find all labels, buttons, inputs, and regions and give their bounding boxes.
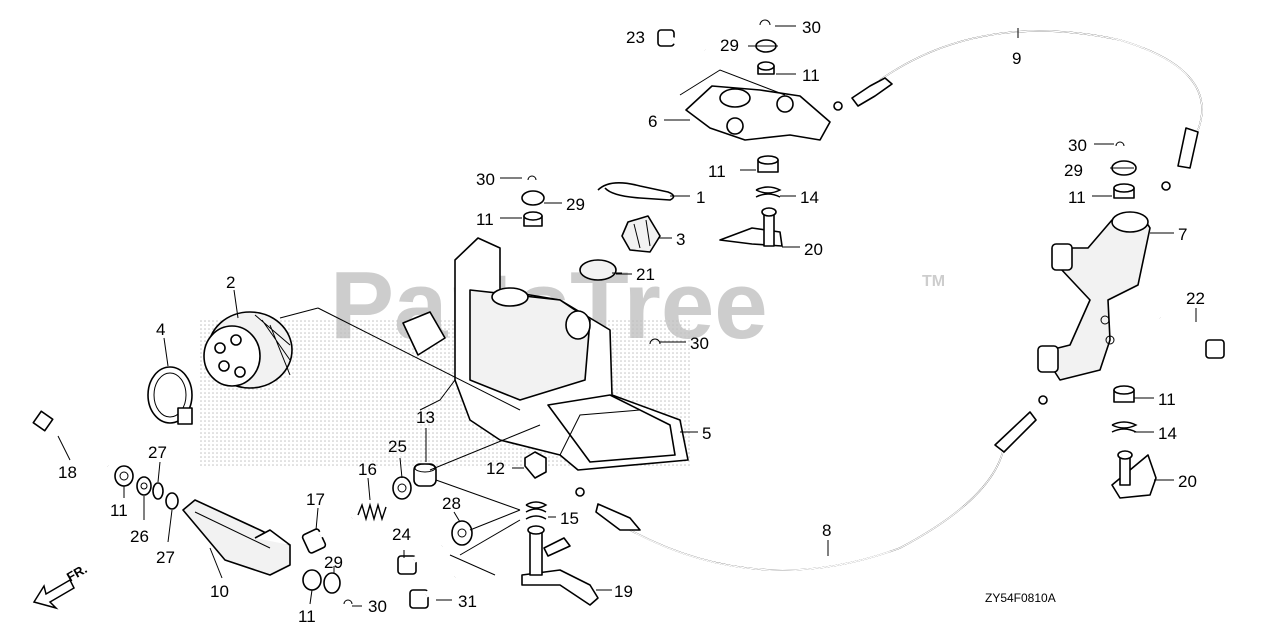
part-30-clip-lower (343, 599, 353, 605)
callout-12: 12 (486, 459, 505, 478)
callout-19: 19 (614, 582, 633, 601)
part-27-washer-lower (165, 492, 179, 510)
front-arrow-icon (32, 578, 75, 610)
callout-26: 26 (130, 527, 149, 546)
callout-17: 17 (306, 490, 325, 509)
callout-29-right: 29 (1064, 161, 1083, 180)
part-16-spring (357, 502, 387, 522)
part-11-nut-lower (302, 569, 322, 591)
callout-24: 24 (392, 525, 411, 544)
callout-28: 28 (442, 494, 461, 513)
callout-27-upper: 27 (148, 443, 167, 462)
callout-31: 31 (458, 592, 477, 611)
callout-9: 9 (1012, 49, 1021, 68)
part-11-nut-center (757, 155, 779, 173)
part-26-washer (136, 476, 152, 496)
callout-10: 10 (210, 582, 229, 601)
callout-30-mid: 30 (476, 170, 495, 189)
part-4-hose-clamp (147, 366, 193, 425)
callout-18: 18 (58, 463, 77, 482)
callout-30-right: 30 (1068, 136, 1087, 155)
part-11-nut-top (757, 61, 775, 75)
callout-22: 22 (1186, 289, 1205, 308)
callout-30-bracket: 30 (690, 334, 709, 353)
diagram-code: ZY54F0810A (985, 591, 1056, 605)
part-14-spring-right (1111, 421, 1138, 433)
part-1-cable-clip (597, 182, 675, 201)
part-29-washer-mid (521, 190, 545, 206)
part-19-throttle-lever (521, 525, 599, 606)
callout-11-lower: 11 (298, 607, 316, 626)
part-31-bolt (409, 574, 457, 609)
part-30-clip-top (759, 19, 771, 26)
part-11-nut-right-top (1113, 183, 1135, 199)
part-7-control-arm (1037, 211, 1151, 381)
part-10-handle-grip (182, 499, 291, 576)
part-28-washer (451, 520, 473, 546)
part-13-collar (413, 463, 437, 487)
watermark-tm: TM (922, 273, 945, 290)
part-8-choke-cable (575, 395, 1048, 571)
part-21-plug (579, 259, 617, 281)
callout-25: 25 (388, 437, 407, 456)
callout-11-top: 11 (802, 66, 820, 85)
callout-4: 4 (156, 320, 165, 339)
part-14-spring-center (755, 186, 782, 198)
callout-27-lower: 27 (156, 548, 175, 567)
part-11-nut-left (114, 465, 134, 487)
part-12-nut (524, 451, 547, 479)
part-30-clip-right (1115, 141, 1125, 147)
part-6-cable-holder (679, 69, 831, 141)
part-30-clip-bracket (649, 338, 661, 345)
callout-5: 5 (702, 424, 711, 443)
part-11-nut-mid (523, 211, 543, 227)
callout-16: 16 (358, 460, 377, 479)
callout-labels: 23 30 29 11 6 9 30 29 11 1 3 21 11 14 20… (58, 18, 1205, 626)
part-15-spring (525, 501, 548, 520)
part-22-bolt (1158, 315, 1225, 359)
callout-23: 23 (626, 28, 645, 47)
part-27-washer-upper (152, 482, 164, 500)
callout-11-left: 11 (110, 501, 128, 520)
leader-lines (57, 25, 1197, 607)
callout-20-center: 20 (804, 240, 823, 259)
part-23-bolt-top (657, 29, 706, 53)
callout-29-mid: 29 (566, 195, 585, 214)
callout-11-mid: 11 (476, 210, 494, 229)
callout-3: 3 (676, 230, 685, 249)
part-3-grommet (621, 215, 661, 253)
callout-29-top: 29 (720, 36, 739, 55)
part-20-lever-center (719, 207, 783, 247)
part-17-bolt (301, 515, 354, 554)
callout-14-right: 14 (1158, 424, 1177, 443)
part-9-throttle-cable (833, 30, 1203, 191)
callout-11-right-mid: 11 (1158, 390, 1176, 409)
part-30-clip-mid (527, 175, 537, 181)
callout-30-lower: 30 (368, 597, 387, 616)
callout-29-lower: 29 (324, 553, 343, 572)
callout-7: 7 (1178, 225, 1187, 244)
part-5-lever-bracket (402, 237, 689, 471)
part-20-lever-right (1111, 450, 1157, 499)
part-18-long-bolt (32, 410, 109, 468)
callout-14-center: 14 (800, 188, 819, 207)
part-25-washer (392, 476, 412, 500)
callout-11-right-top: 11 (1068, 188, 1086, 207)
callout-15: 15 (560, 509, 579, 528)
callout-13: 13 (416, 408, 435, 427)
callout-2: 2 (226, 273, 235, 292)
callout-20-right: 20 (1178, 472, 1197, 491)
part-29-washer-lower (323, 572, 341, 594)
callout-8: 8 (822, 521, 831, 540)
callout-11-center: 11 (708, 162, 726, 181)
part-11-nut-right-mid (1113, 385, 1135, 403)
front-direction-indicator: FR. (32, 561, 90, 610)
callout-30-top: 30 (802, 18, 821, 37)
callout-21: 21 (636, 265, 655, 284)
callout-1: 1 (696, 188, 705, 207)
part-24-bolt (397, 543, 444, 575)
callout-6: 6 (648, 112, 657, 131)
part-2-cable-boot (203, 311, 293, 389)
